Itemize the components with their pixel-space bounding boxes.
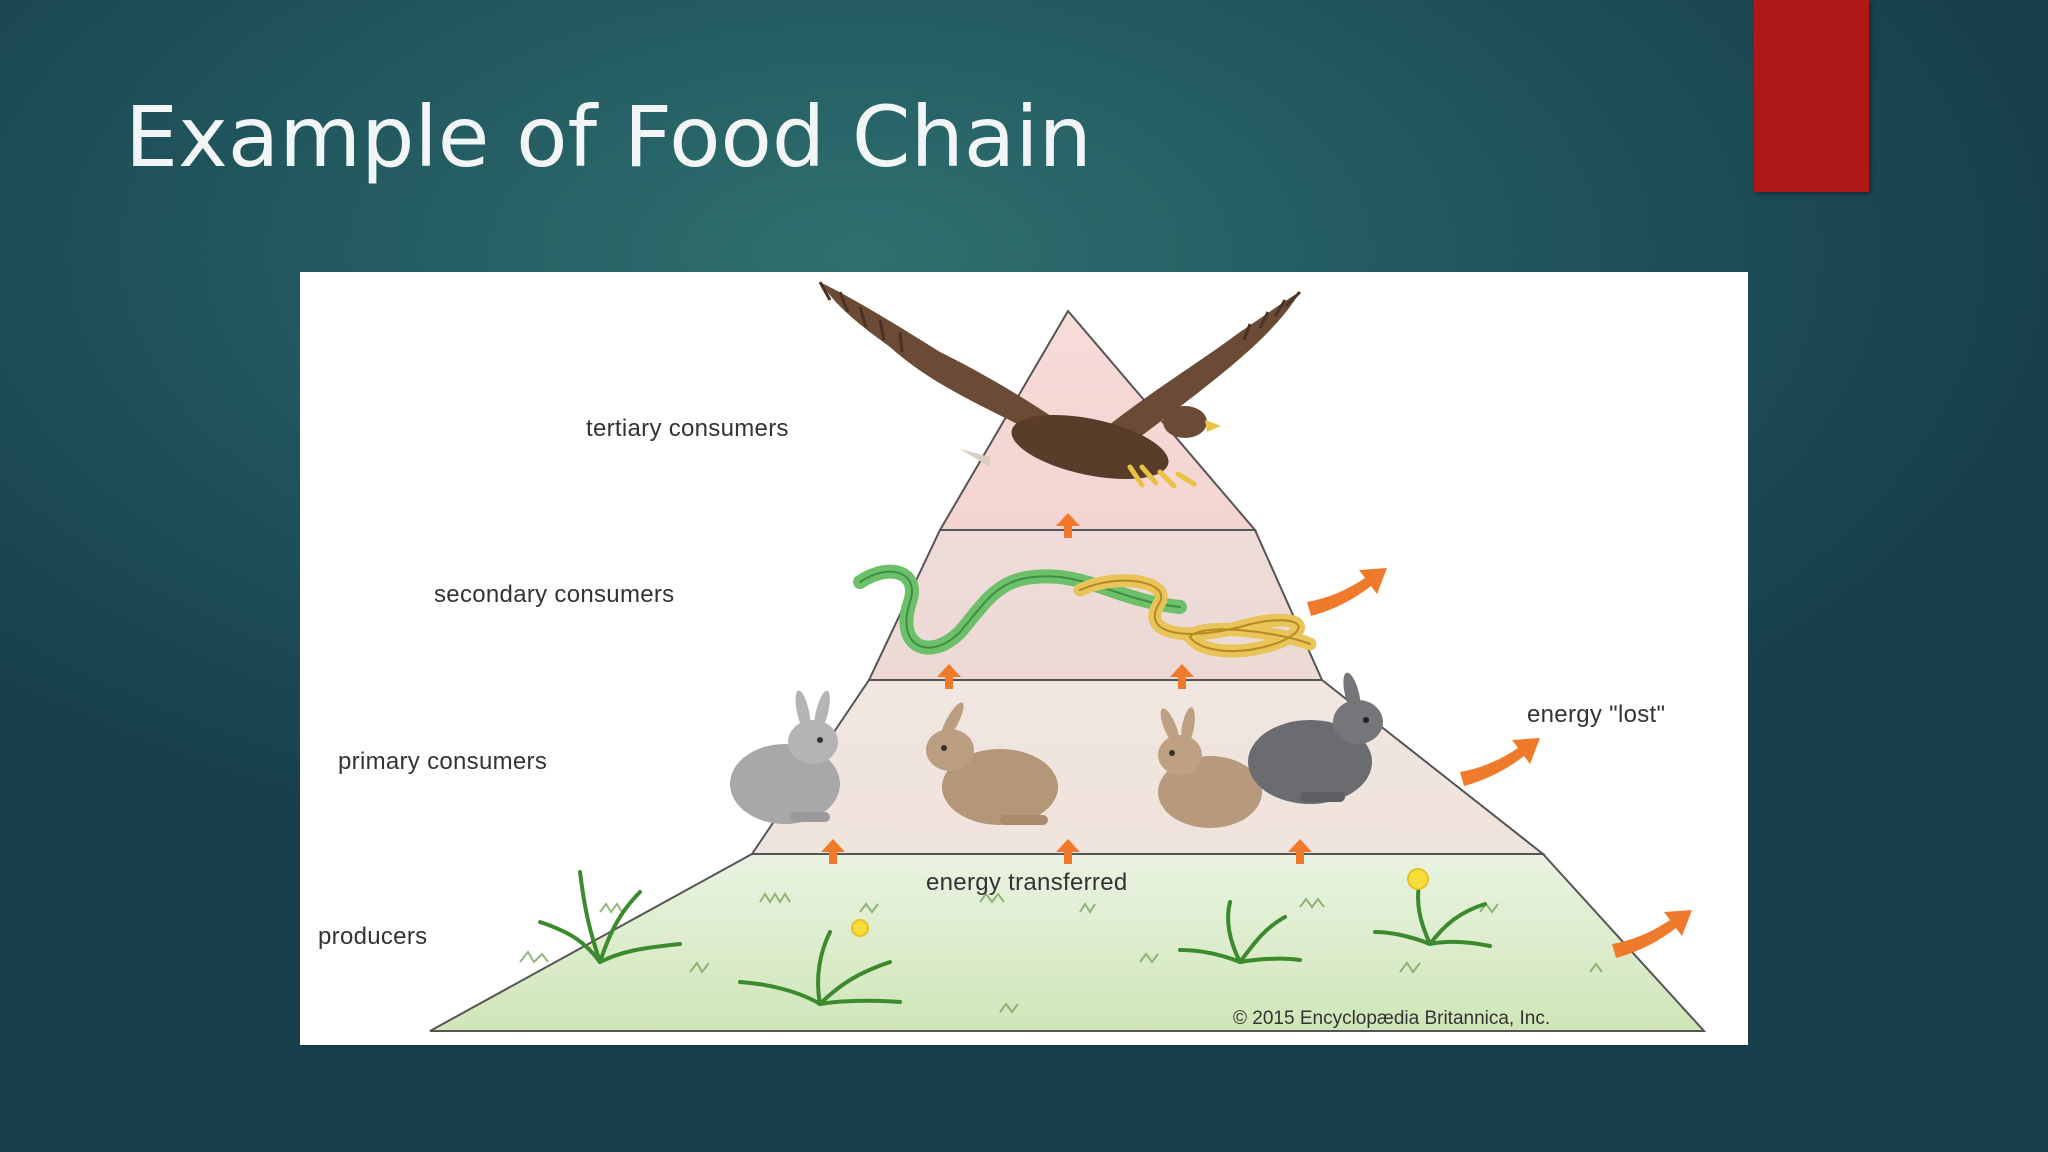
- label-primary-consumers: primary consumers: [338, 748, 547, 775]
- slide-title: Example of Food Chain: [125, 88, 1092, 186]
- arrow-lost-3: [1612, 910, 1692, 958]
- tier-secondary: [867, 529, 1324, 681]
- tier-producers: [429, 853, 1707, 1032]
- arrow-lost-2: [1460, 738, 1540, 786]
- label-producers: producers: [318, 923, 427, 950]
- rabbit-dark: [1248, 672, 1383, 804]
- eagle-right-wing: [1100, 292, 1300, 452]
- copyright-notice: © 2015 Encyclopædia Britannica, Inc.: [1233, 1008, 1550, 1029]
- grass-texture: [519, 892, 1603, 1014]
- secondary-consumer-snakes: [853, 564, 1317, 658]
- label-secondary-consumers: secondary consumers: [434, 581, 674, 608]
- label-energy-transferred: energy transferred: [926, 869, 1128, 896]
- label-energy-lost: energy "lost": [1527, 701, 1665, 728]
- label-tertiary-consumers: tertiary consumers: [586, 415, 789, 442]
- eagle-body: [1011, 414, 1169, 480]
- rabbit-brown-1: [926, 702, 1058, 825]
- primary-consumer-rabbits: [730, 672, 1383, 828]
- plant-4: [1373, 868, 1492, 948]
- tertiary-consumer-eagle: [818, 281, 1302, 489]
- plant-1: [538, 870, 682, 964]
- plant-2: [738, 919, 902, 1006]
- plant-3: [1178, 900, 1302, 964]
- rabbit-grey: [730, 690, 840, 824]
- tier-primary: [750, 679, 1546, 855]
- arrow-lost-1: [1307, 568, 1387, 616]
- accent-tab: [1754, 0, 1869, 192]
- rabbit-brown-2: [1158, 707, 1262, 828]
- producer-plants: [538, 868, 1492, 1006]
- food-chain-figure: tertiary consumers secondary consumers p…: [300, 272, 1748, 1045]
- food-pyramid-diagram: tertiary consumers secondary consumers p…: [318, 281, 1707, 1032]
